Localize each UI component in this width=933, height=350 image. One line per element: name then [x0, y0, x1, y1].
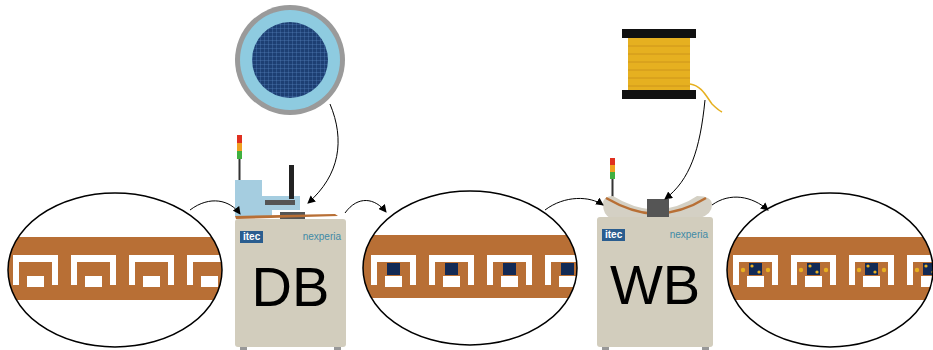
logo-badge: itec	[240, 231, 263, 243]
machine-label: DB	[252, 259, 330, 315]
wire-bonder-machine: itec nexperiaWB	[597, 217, 713, 347]
brand-name: nexperia	[670, 230, 708, 240]
die-bonder-machine: itec nexperiaDB	[235, 219, 346, 347]
logo-badge: itec	[602, 229, 625, 241]
brand-name: nexperia	[303, 232, 341, 242]
machine-label: WB	[610, 257, 700, 313]
